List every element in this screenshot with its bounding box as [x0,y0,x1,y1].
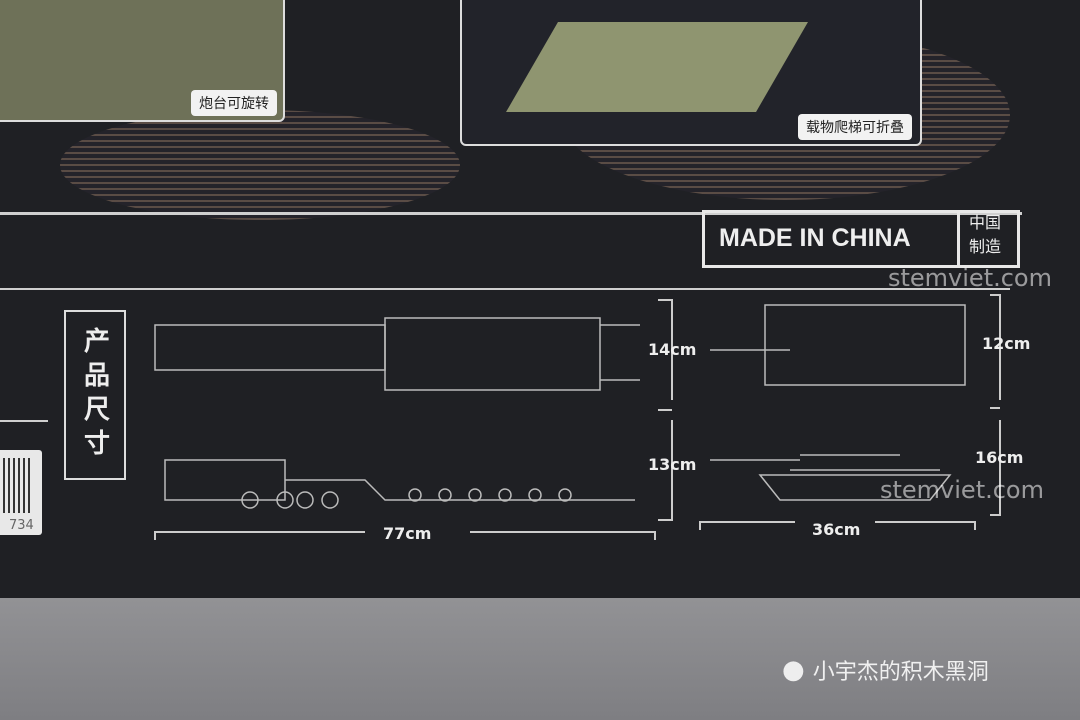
made-in-china-box: MADE IN CHINA 中国 制造 [702,210,1020,268]
dimension-label: 36cm [812,520,861,539]
watermark: stemviet.com [880,476,1044,504]
tank-top [764,304,966,386]
ramp-photo: 载物爬梯可折叠 [460,0,922,146]
caption: 炮台可旋转 [191,90,277,116]
transporter-top-ramps [600,324,640,381]
turret-photo: 炮台可旋转 [0,0,285,122]
dimension-lines [154,294,1001,540]
floor [0,598,1080,720]
product-size-text: 产品尺寸 [79,327,110,463]
dimension-label: 13cm [648,455,697,474]
divider [0,420,48,422]
stripe-decoration [60,110,460,220]
caption: 载物爬梯可折叠 [798,114,912,140]
wechat-icon: ● [782,655,805,685]
divider [0,288,1010,290]
made-in-china-cn-2: 制造 [969,237,1002,256]
dimension-label: 77cm [383,524,432,543]
dimension-drawings [154,294,1001,540]
transporter-side [164,459,635,501]
transporter-top-trailer [384,317,601,391]
wechat-watermark: ● 小宇杰的积木黑洞 [782,654,989,686]
made-in-china-text: MADE IN CHINA [719,224,911,252]
watermark: stemviet.com [888,264,1052,292]
barcode-bars [3,458,33,513]
dimension-label: 14cm [648,340,697,359]
transporter-top-cab [154,324,386,371]
barcode: 734 [0,450,42,535]
transporter-wheels [241,488,572,509]
dimension-label: 16cm [975,448,1024,467]
divider [957,210,960,268]
dimension-label: 12cm [982,334,1031,353]
wechat-account-name: 小宇杰的积木黑洞 [812,660,989,685]
made-in-china-cn-1: 中国 [969,213,1002,232]
divider [0,212,1022,215]
barcode-digits: 734 [9,518,34,533]
tank-side [710,454,952,501]
product-size-label: 产品尺寸 [64,310,126,480]
